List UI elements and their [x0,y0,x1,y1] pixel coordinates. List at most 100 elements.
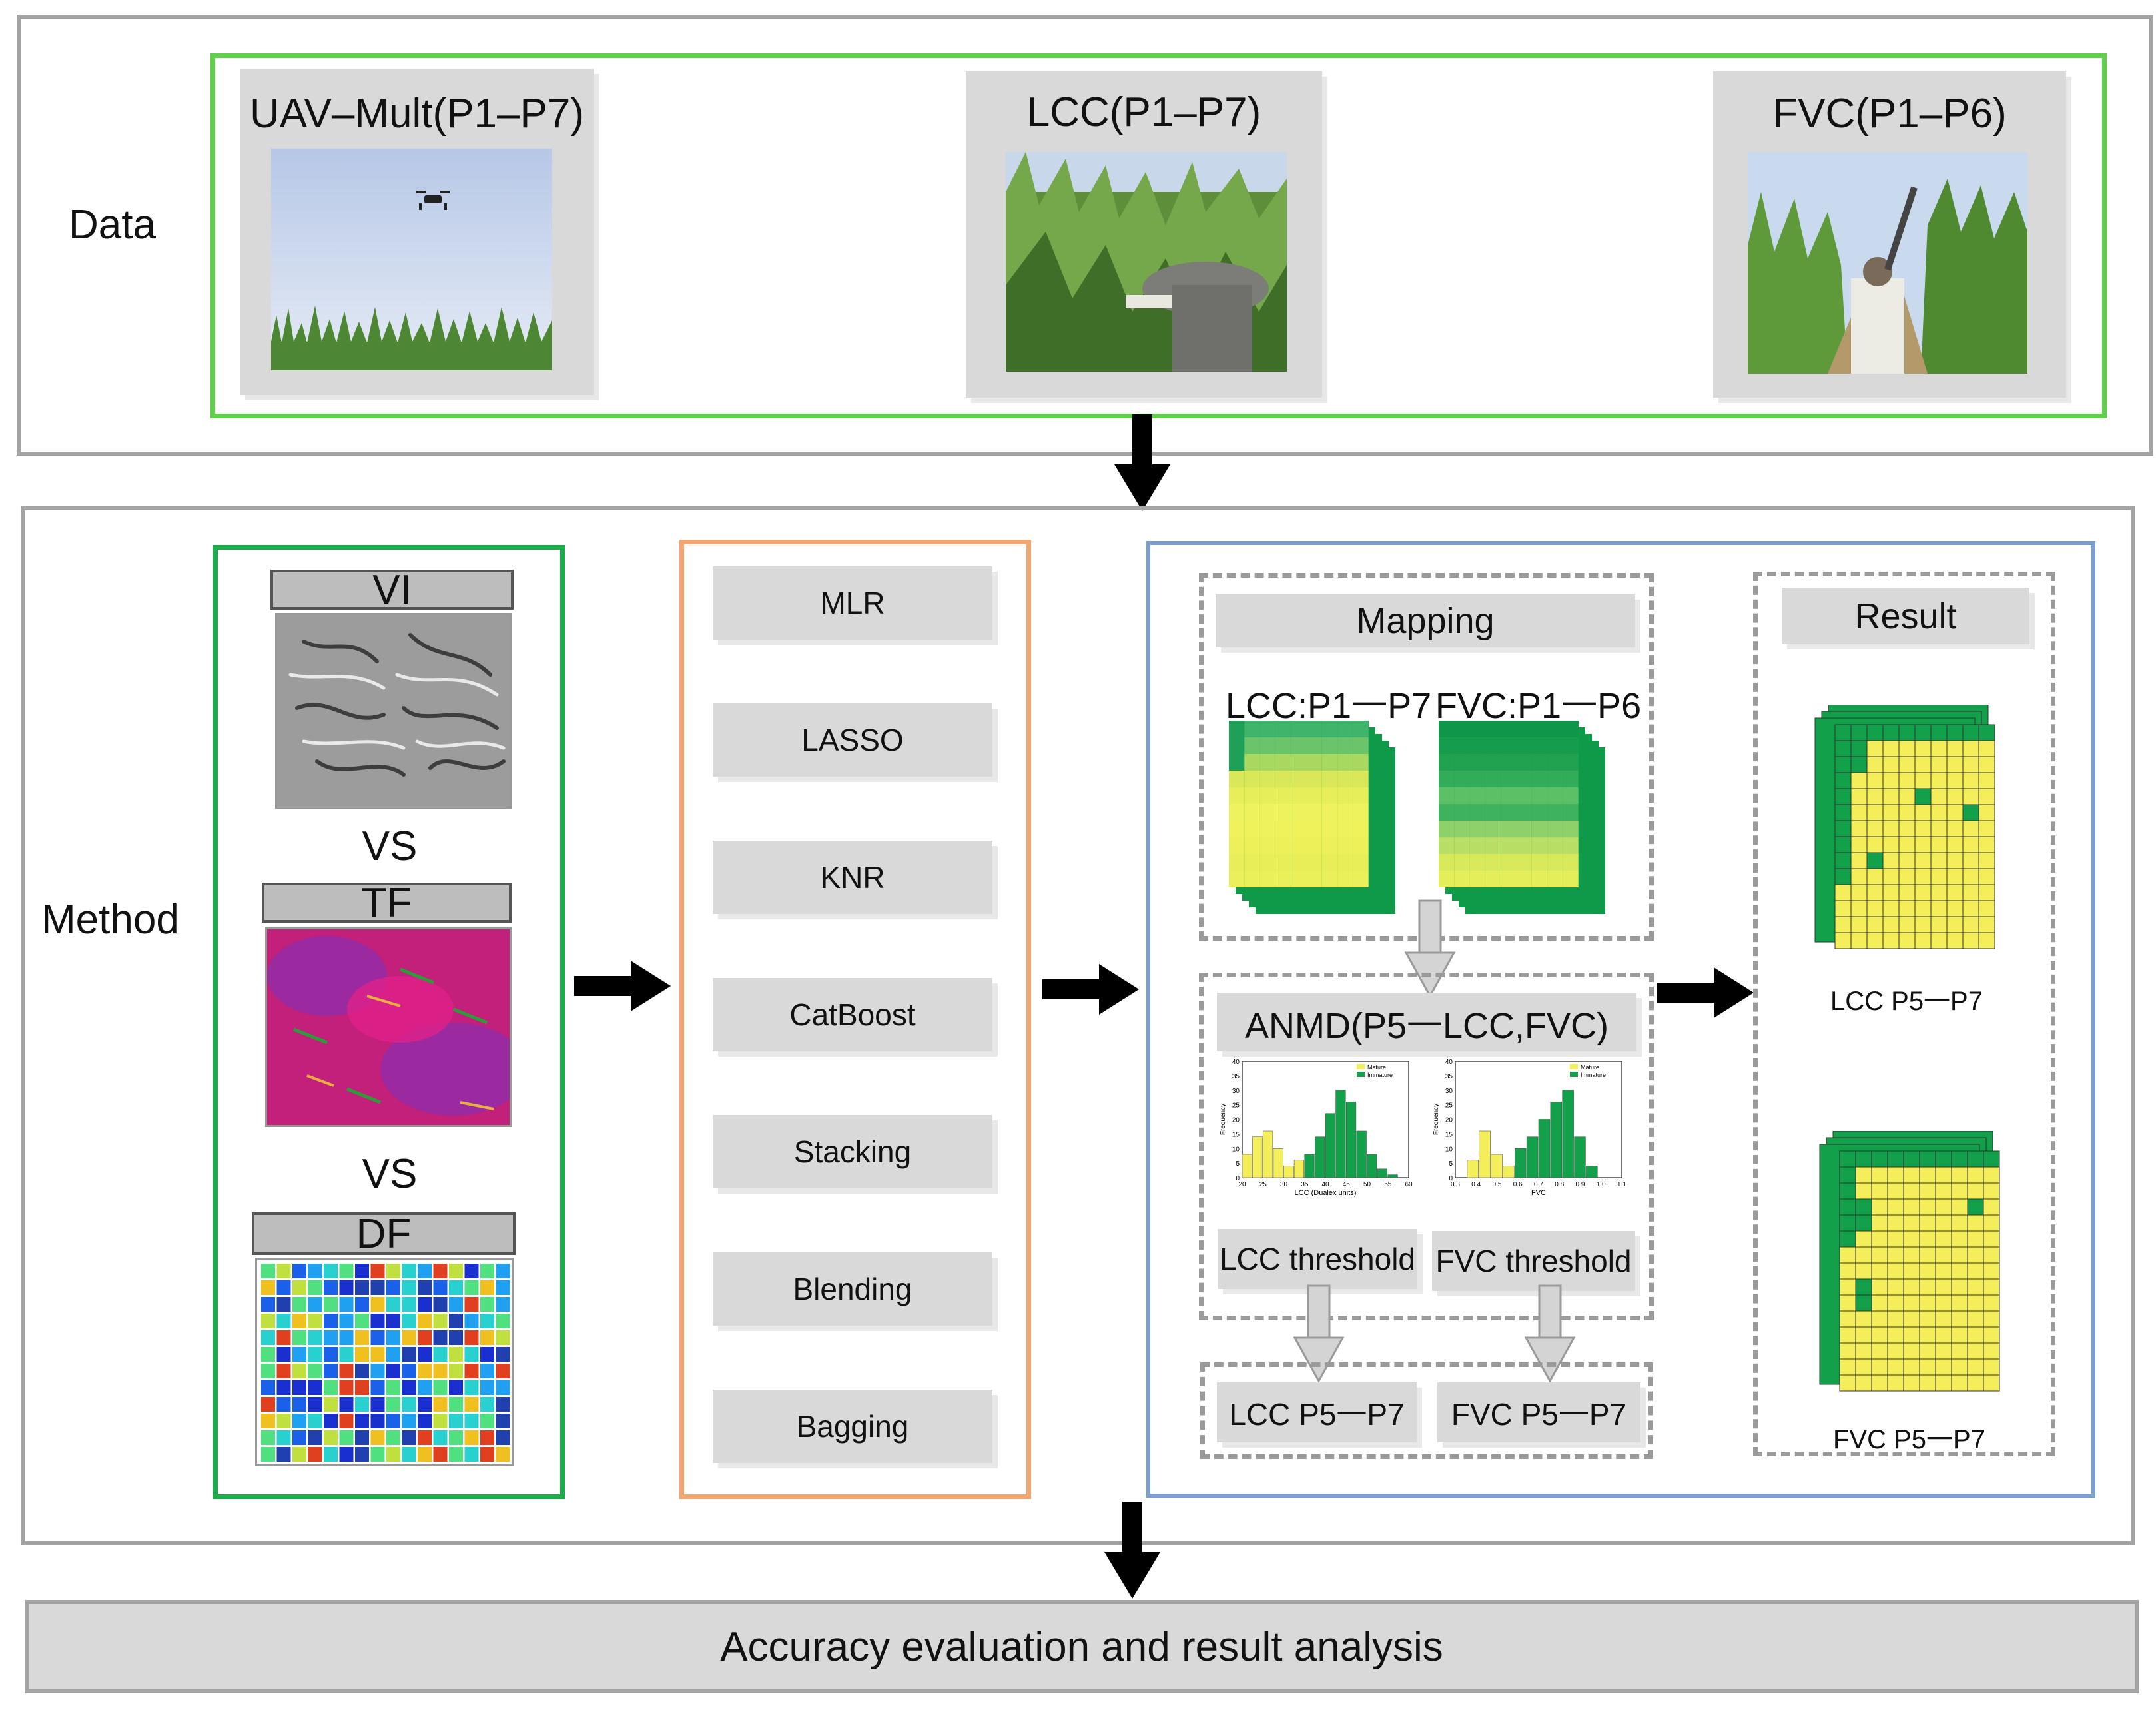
map-cell [1469,737,1485,754]
result-cell [1898,724,1916,741]
data-section-label: Data [69,202,156,248]
df-cell [276,1280,291,1295]
hist-bar [1356,1130,1367,1178]
map-cell [1485,754,1501,771]
df-cell [308,1280,322,1295]
df-cell [355,1414,369,1428]
df-cell [292,1447,306,1462]
df-cell [449,1447,463,1462]
hist-bar [1550,1101,1563,1178]
method-section-label: Method [41,897,179,943]
result-cell [1962,740,1979,757]
hist-xtick: 0.9 [1576,1181,1585,1188]
result-cell [1887,1342,1904,1360]
result-cell [1967,1342,1984,1360]
map-cell [1259,771,1275,787]
result-cell [1850,852,1868,869]
df-cell [433,1397,448,1412]
map-cell [1337,721,1353,737]
map-cell [1547,804,1563,821]
df-cell [324,1397,338,1412]
df-cell [370,1280,385,1295]
hist-bar [1377,1168,1388,1178]
map-cell [1353,837,1369,854]
df-cell [339,1314,354,1328]
result-cell [1866,788,1884,805]
result-group [1753,572,2055,1456]
df-cell [449,1380,463,1395]
map-cell [1516,804,1532,821]
df-cell [308,1447,322,1462]
map-cell [1454,721,1470,737]
result-cell [1946,916,1964,933]
df-cell [324,1280,338,1295]
df-cell [386,1380,400,1395]
hist-xtick: 0.3 [1451,1181,1460,1188]
df-cell [370,1447,385,1462]
result-cell [1898,756,1916,773]
df-cell [355,1430,369,1445]
df-cell [261,1447,275,1462]
map-cell [1275,821,1291,837]
result-cell [1834,820,1852,837]
df-cell [496,1414,510,1428]
result-cell [1914,820,1932,837]
hist-ytick: 30 [1232,1088,1240,1095]
output-group [1200,1362,1653,1459]
result-cell [1850,900,1868,917]
result-cell [1839,1358,1856,1376]
result-cell [1983,1294,2000,1312]
result-cell [1962,836,1979,853]
hist-bar [1345,1101,1357,1178]
df-cell [433,1280,448,1295]
result-cell [1850,772,1868,789]
result-cell [1914,900,1932,917]
lcc-result-label: LCC P5一P7 [1830,987,1983,1016]
result-cell [1983,1166,2000,1184]
hist-xtick: 55 [1384,1181,1392,1188]
result-cell [1850,836,1868,853]
hist-bar [1503,1166,1515,1178]
result-cell [1919,1294,1936,1312]
result-cell [1898,772,1916,789]
result-cell [1983,1278,2000,1296]
map-cell [1501,721,1517,737]
result-cell [1930,804,1948,821]
map-cell [1244,804,1260,821]
df-cell [370,1397,385,1412]
result-cell [1850,932,1868,949]
result-cell [1967,1262,1984,1280]
result-cell [1946,868,1964,885]
result-cell [1967,1166,1984,1184]
map-cell [1275,837,1291,854]
df-cell [496,1347,510,1362]
df-cell [276,1297,291,1312]
result-cell [1930,756,1948,773]
lcc-data-title: LCC(P1–P7) [1026,89,1261,135]
result-cell [1983,1262,2000,1280]
map-cell [1275,854,1291,871]
map-cell [1306,821,1322,837]
df-cell [464,1397,479,1412]
result-cell [1898,820,1916,837]
lcc-result-map [1808,704,2008,958]
df-cell [308,1347,322,1362]
df-cell [386,1414,400,1428]
legend-mature-swatch [1570,1064,1578,1069]
df-cell [261,1314,275,1328]
result-cell [1951,1198,1968,1216]
df-cell [386,1280,400,1295]
hist-bar [1315,1136,1325,1178]
result-cell [1919,1326,1936,1344]
map-cell [1275,804,1291,821]
map-cell [1306,737,1322,754]
df-cell [496,1430,510,1445]
map-cell [1563,771,1579,787]
result-cell [1946,740,1964,757]
result-cell [1951,1246,1968,1264]
map-cell [1501,804,1517,821]
map-cell [1337,804,1353,821]
hist-ytick: 5 [1449,1160,1453,1168]
df-cell [261,1347,275,1362]
map-cell [1469,721,1485,737]
